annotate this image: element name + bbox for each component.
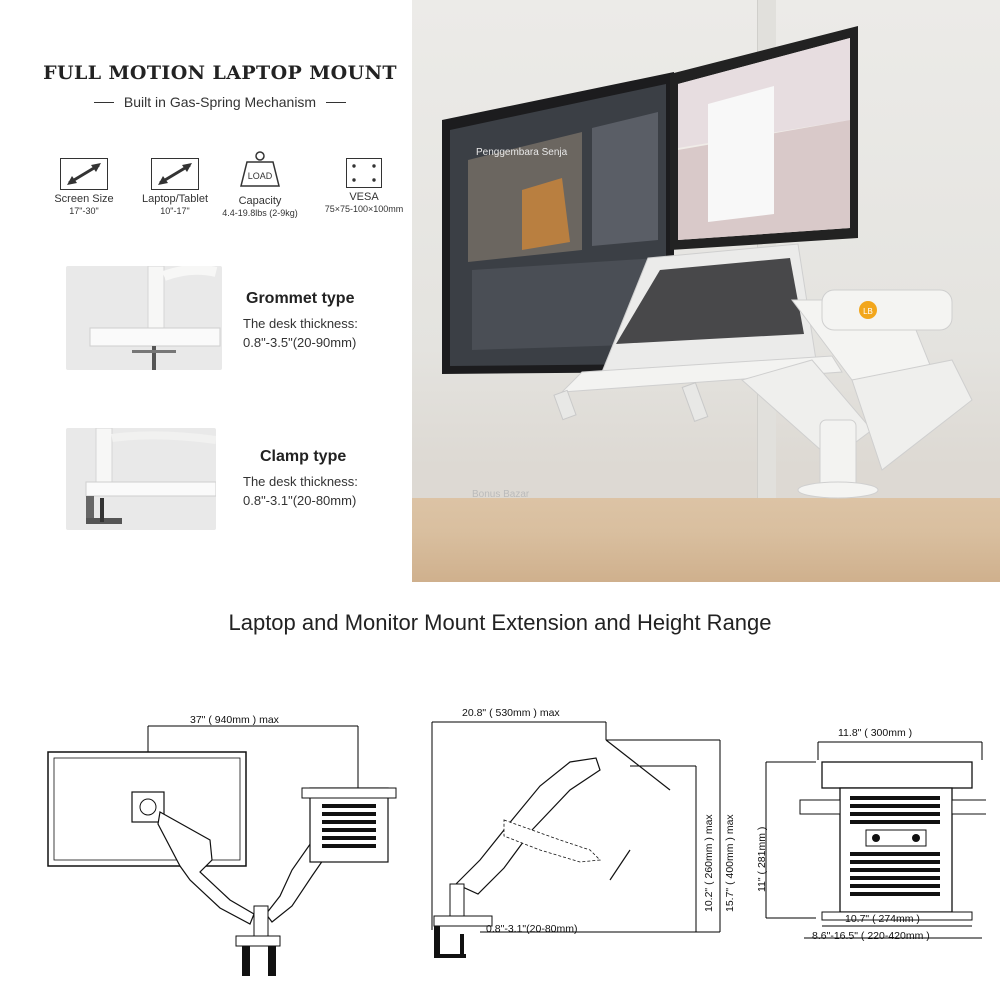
dim-tray-width-range: 8.6"-16.5" ( 220-420mm ): [812, 930, 930, 942]
clamp-desc: The desk thickness: 0.8"-3.1"(20-80mm): [243, 472, 358, 510]
product-photo: Penggembara Senja LB Bonus Bazar: [412, 0, 1000, 582]
arm-logo: [859, 301, 877, 319]
pole-outline: [253, 905, 269, 941]
spec-value: 4.4-19.8lbs (2-9kg): [222, 208, 298, 218]
diagonal-arrow-icon: [60, 158, 108, 190]
load-weight-icon: LOAD: [240, 151, 280, 187]
dim-extension-front: 37" ( 940mm ) max: [190, 714, 279, 726]
subtitle-text: Built in Gas-Spring Mechanism: [123, 94, 317, 110]
laptop-tray-outline: [309, 787, 389, 863]
arm-logo-text: LB: [863, 307, 873, 316]
clamp-thumbnail: [66, 428, 216, 530]
vesa-pattern-icon: [346, 158, 382, 188]
diagram-extension-front: [47, 725, 397, 976]
watermark-text: Bonus Bazar: [472, 489, 530, 500]
product-title: FULL MOTION LAPTOP MOUNT: [43, 62, 397, 84]
grommet-title: Grommet type: [246, 290, 355, 307]
side-arm-lowered: [503, 819, 601, 863]
tray-body: [839, 787, 953, 913]
dim-desk-thickness: 0.8"-3.1"(20-80mm): [486, 923, 578, 935]
spec-label: Capacity: [238, 195, 282, 207]
subtitle-rule-left: [93, 101, 114, 103]
left-arm-outline: [157, 811, 255, 925]
desk-surface: [412, 498, 1000, 582]
spec-screen-size: Screen Size 17"-30": [52, 158, 116, 216]
spec-value: 75×75-100×100mm: [324, 204, 404, 214]
dim-tray-depth: 11" ( 281mm ): [756, 826, 768, 892]
lower-arm-right: [851, 359, 973, 471]
dim-tray-width-inner: 10.7" ( 274mm ): [845, 913, 920, 925]
laptop-tray: [560, 355, 843, 393]
spec-label: VESA: [349, 191, 379, 203]
diagram-height-side: [431, 721, 721, 958]
mount-base: [797, 481, 879, 499]
grommet-thumbnail: [66, 266, 222, 370]
spec-laptop-size: Laptop/Tablet 10"-17": [140, 158, 210, 216]
load-icon-text: LOAD: [248, 171, 273, 181]
clamp-desc-line2: 0.8"-3.1"(20-80mm): [243, 493, 357, 508]
clamp-desc-line1: The desk thickness:: [243, 474, 358, 489]
dim-tray-width-top: 11.8" ( 300mm ): [838, 727, 913, 739]
grommet-desc: The desk thickness: 0.8"-3.5"(20-90mm): [243, 314, 358, 352]
mount-illustration: Penggembara Senja LB Bonus Bazar: [442, 26, 973, 500]
dim-height-monitor: 15.7" ( 400mm ) max: [724, 814, 736, 912]
dim-height-laptop: 10.2" ( 260mm ) max: [703, 814, 715, 912]
clamp-title: Clamp type: [260, 448, 347, 465]
side-arm-upper: [454, 757, 601, 895]
dim-extension-side: 20.8" ( 530mm ) max: [462, 707, 560, 719]
diagonal-arrow-icon: [151, 158, 199, 190]
side-laptop-tray: [605, 739, 671, 791]
spec-vesa: VESA 75×75-100×100mm: [316, 158, 412, 214]
grommet-desc-line2: 0.8"-3.5"(20-90mm): [243, 335, 357, 350]
product-subtitle: Built in Gas-Spring Mechanism: [60, 94, 380, 110]
spec-capacity: LOAD Capacity 4.4-19.8lbs (2-9kg): [212, 150, 308, 218]
spec-label: Screen Size: [54, 193, 114, 205]
laptop-keyboard: [616, 258, 804, 344]
section-heading: Laptop and Monitor Mount Extension and H…: [228, 610, 772, 635]
spec-value: 10"-17": [160, 206, 190, 216]
subtitle-rule-right: [326, 101, 347, 103]
spec-value: 17"-30": [69, 206, 99, 216]
diagram-tray-top: [765, 741, 986, 939]
spec-label: Laptop/Tablet: [141, 193, 209, 205]
grommet-desc-line1: The desk thickness:: [243, 316, 358, 331]
vesa-plate: [131, 791, 165, 823]
tray-top-lip: [821, 761, 973, 789]
arm-housing: [821, 289, 953, 331]
mount-pole: [819, 419, 857, 491]
monitor-text: Penggembara Senja: [476, 147, 568, 158]
